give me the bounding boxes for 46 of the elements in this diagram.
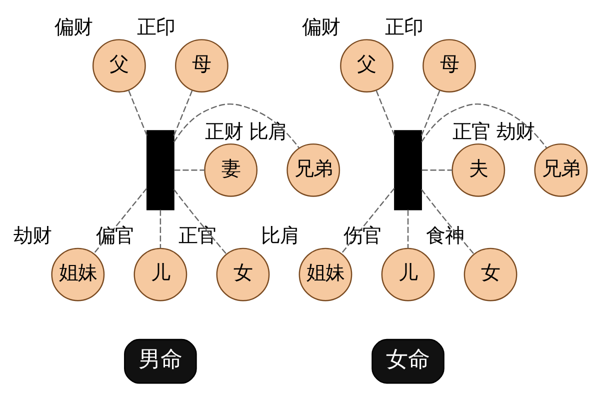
connector [173, 103, 300, 148]
node-circle: 父 [340, 38, 394, 92]
node-circle: 兄弟 [286, 142, 340, 196]
node-label: 正印 [384, 14, 423, 38]
node-circle: 儿 [381, 247, 435, 301]
node-label: 比肩 [260, 224, 299, 247]
connector [173, 188, 227, 254]
connector [174, 169, 205, 170]
node-circle: 女 [216, 247, 270, 301]
connector [160, 209, 162, 248]
node-label: 正官 [452, 119, 491, 142]
connector [376, 90, 396, 136]
node-circle: 妻 [204, 142, 258, 196]
connector [173, 90, 193, 136]
node-label: 比肩 [248, 119, 287, 142]
node-circle: 儿 [134, 247, 188, 301]
node-label: 偏财 [302, 14, 340, 38]
node-box: 女命 [372, 338, 444, 384]
connector [93, 187, 148, 254]
connector [128, 90, 148, 136]
connector [340, 187, 395, 254]
connector [422, 169, 452, 170]
node-label: 正财 [205, 119, 244, 142]
connector [420, 188, 474, 254]
node-person [146, 130, 174, 210]
node-label: 劫财 [496, 119, 534, 142]
node-circle: 父 [92, 38, 146, 92]
node-circle: 姐妹 [51, 247, 105, 301]
node-label: 偏财 [54, 14, 93, 38]
node-label: 食神 [426, 224, 464, 247]
node-circle: 兄弟 [534, 142, 588, 196]
node-label: 伤官 [344, 224, 382, 247]
node-label: 正印 [137, 14, 176, 38]
node-label: 偏官 [96, 224, 134, 247]
node-person [394, 130, 422, 210]
node-box: 男命 [124, 338, 197, 384]
connector [420, 90, 440, 136]
node-circle: 夫 [452, 142, 506, 196]
connector [420, 103, 548, 148]
node-circle: 姐妹 [298, 247, 352, 301]
node-circle: 女 [464, 247, 518, 301]
node-label: 正官 [178, 224, 216, 247]
node-label: 劫财 [13, 224, 52, 247]
node-circle: 母 [175, 38, 228, 92]
node-circle: 母 [422, 38, 476, 92]
connector [407, 209, 409, 248]
